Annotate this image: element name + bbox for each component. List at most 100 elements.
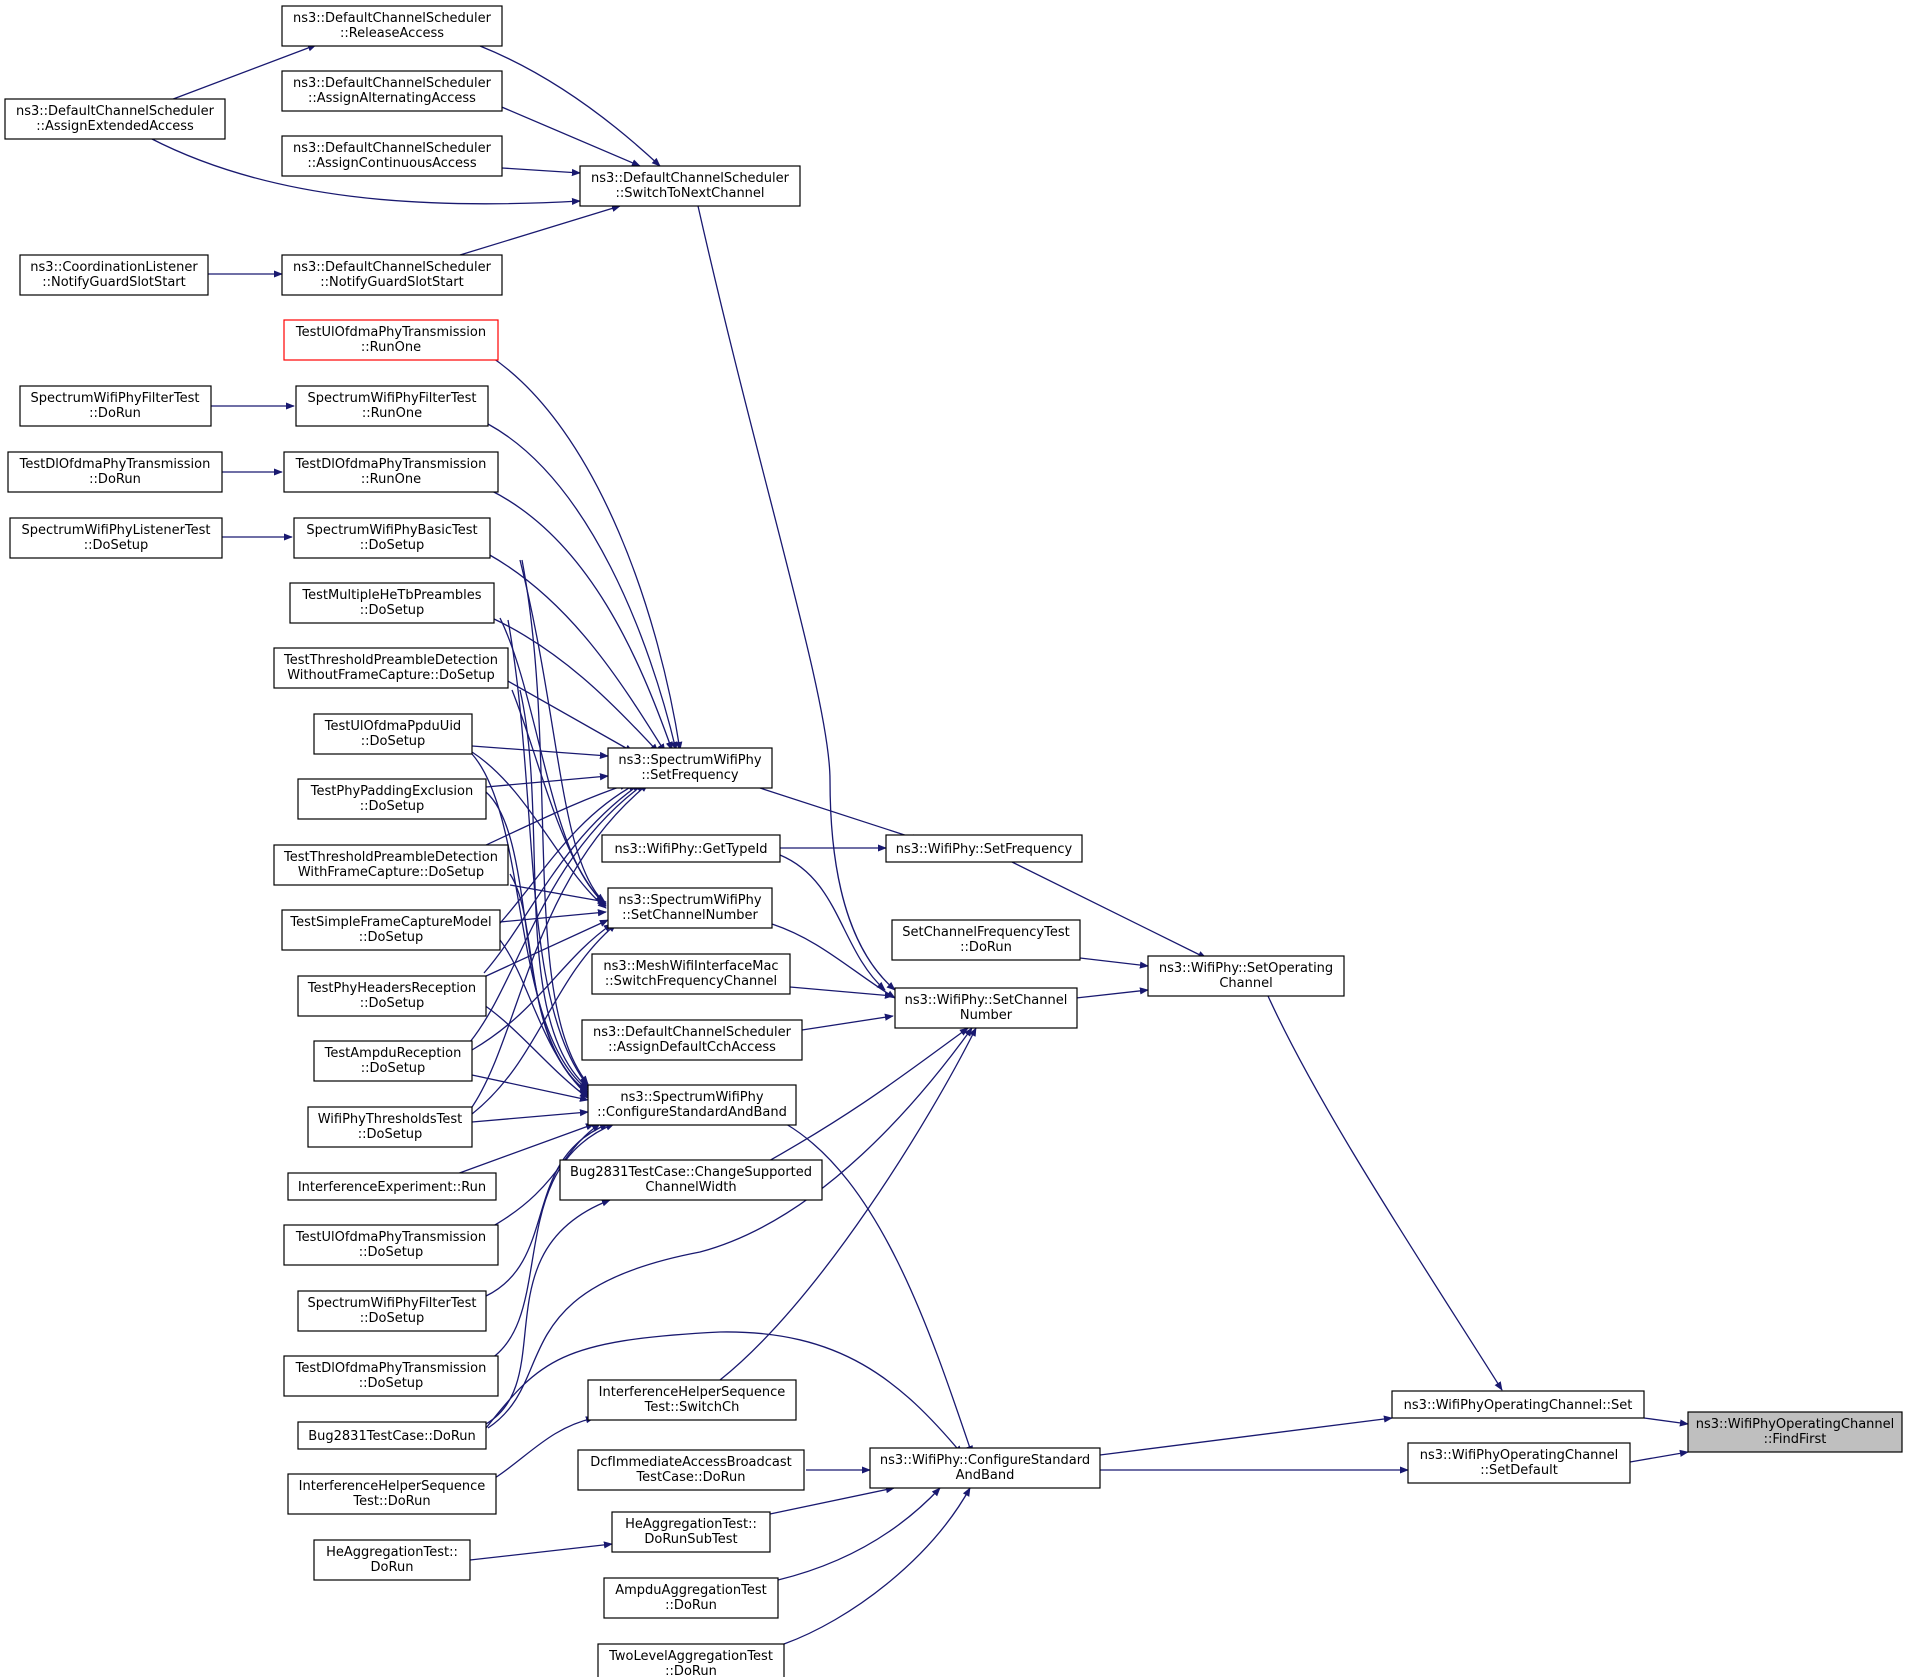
node-label-line2: TestCase::DoRun — [635, 1470, 745, 1485]
node-label-line2: Channel — [1219, 976, 1272, 991]
node-ul-ofdma-ppdu-uid[interactable]: TestUlOfdmaPpduUid::DoSetup — [313, 713, 473, 755]
edge-basic-to-swp-setfreq — [487, 553, 666, 753]
node-filter-test-run-one[interactable]: SpectrumWifiPhyFilterTest::RunOne — [295, 385, 489, 427]
node-label-line2: WithoutFrameCapture::DoSetup — [287, 668, 495, 683]
edge-thresholds-to-swp-configure — [471, 1109, 589, 1123]
edge-heagg-subtest-to-wp-configure — [769, 1486, 895, 1515]
node-label-line1: TestThresholdPreambleDetection — [283, 653, 498, 668]
node-release-access[interactable]: ns3::DefaultChannelScheduler::ReleaseAcc… — [281, 5, 503, 47]
node-dl-ofdma-run-one[interactable]: TestDlOfdmaPhyTransmission::RunOne — [283, 451, 499, 493]
node-label-line1: SpectrumWifiPhyFilterTest — [308, 1296, 477, 1311]
node-wifi-phy-thresholds-test[interactable]: WifiPhyThresholdsTest::DoSetup — [307, 1106, 473, 1148]
node-assign-alternating-access[interactable]: ns3::DefaultChannelScheduler::AssignAlte… — [281, 70, 503, 112]
edge-bug-dorun-to-wp-configure — [485, 1331, 963, 1455]
edge-assigndefault-to-wp-setchnum — [801, 1013, 894, 1031]
node-label-line2: ::DoRun — [89, 472, 141, 487]
node-ul-ofdma-do-setup[interactable]: TestUlOfdmaPhyTransmission::DoSetup — [283, 1224, 499, 1266]
node-dl-ofdma-do-run[interactable]: TestDlOfdmaPhyTransmission::DoRun — [7, 451, 223, 493]
call-edges — [149, 44, 1689, 1645]
node-wifiphy-configure-standard[interactable]: ns3::WifiPhy::ConfigureStandardAndBand — [869, 1447, 1101, 1489]
edge-interfexp-to-swp-configure — [453, 1123, 595, 1176]
node-threshold-with-capture[interactable]: TestThresholdPreambleDetectionWithFrameC… — [273, 844, 509, 886]
node-label-line1: TestThresholdPreambleDetection — [283, 850, 498, 865]
node-label-line1: ns3::DefaultChannelScheduler — [591, 171, 790, 186]
node-spectrum-set-channel-number[interactable]: ns3::SpectrumWifiPhy::SetChannelNumber — [607, 887, 773, 929]
node-label-line1: ns3::DefaultChannelScheduler — [293, 76, 492, 91]
edge-assigncont-to-switchnext — [501, 167, 581, 177]
node-wifiphy-set-channel-number[interactable]: ns3::WifiPhy::SetChannelNumber — [894, 987, 1078, 1029]
edge-bug-dorun-to-wp-setchnum — [487, 1027, 973, 1429]
node-operating-channel-find-first[interactable]: ns3::WifiPhyOperatingChannel::FindFirst — [1687, 1411, 1903, 1453]
node-label-line2: ::DoSetup — [360, 996, 425, 1011]
node-phy-padding-exclusion[interactable]: TestPhyPaddingExclusion::DoSetup — [297, 778, 487, 820]
edge-simplecap-to-swp-setfreq — [493, 783, 637, 931]
node-label-line2: ::DoSetup — [360, 603, 425, 618]
edge-thresholds-to-swp-setfreq — [469, 783, 649, 1111]
node-threshold-without-capture[interactable]: TestThresholdPreambleDetectionWithoutFra… — [273, 647, 509, 689]
node-label-line1: ns3::WifiPhy::SetChannel — [905, 993, 1068, 1008]
node-label-line1: ns3::SpectrumWifiPhy — [618, 753, 761, 768]
node-notify-guard-slot-start[interactable]: ns3::DefaultChannelScheduler::NotifyGuar… — [281, 254, 503, 296]
node-switch-to-next-channel[interactable]: ns3::DefaultChannelScheduler::SwitchToNe… — [579, 165, 801, 207]
node-bug2831-change-channel-width[interactable]: Bug2831TestCase::ChangeSupportedChannelW… — [559, 1159, 823, 1201]
node-simple-frame-capture[interactable]: TestSimpleFrameCaptureModel::DoSetup — [281, 909, 501, 951]
node-label-line2: ::AssignExtendedAccess — [36, 119, 194, 134]
node-two-level-aggregation-do-run[interactable]: TwoLevelAggregationTest::DoRun — [597, 1643, 785, 1677]
edge-ulofdma-runone-to-swp-setfreq — [489, 355, 683, 751]
edge-ulppdu-to-swp-configure — [471, 753, 589, 1091]
edge-headers-to-swp-setfreq — [483, 783, 641, 974]
node-label-line1: TestDlOfdmaPhyTransmission — [19, 457, 211, 472]
node-label-line1: TestDlOfdmaPhyTransmission — [295, 1361, 487, 1376]
node-he-aggregation-do-run[interactable]: HeAggregationTest::DoRun — [313, 1539, 471, 1581]
node-label-line1: HeAggregationTest:: — [625, 1517, 757, 1532]
edge-simplecap-to-swp-configure — [499, 939, 589, 1097]
node-listener-test-do-setup[interactable]: SpectrumWifiPhyListenerTest::DoSetup — [9, 517, 223, 559]
node-coordination-listener[interactable]: ns3::CoordinationListener::NotifyGuardSl… — [19, 254, 209, 296]
node-operating-channel-set-default[interactable]: ns3::WifiPhyOperatingChannel::SetDefault — [1407, 1442, 1631, 1484]
node-label-line2: ::ConfigureStandardAndBand — [597, 1105, 787, 1120]
node-label-line1: InterferenceHelperSequence — [599, 1385, 786, 1400]
node-label-line2: ::SetFrequency — [641, 768, 739, 783]
edge-basic-to-swp-configure — [521, 559, 589, 1085]
node-phy-headers-reception[interactable]: TestPhyHeadersReception::DoSetup — [297, 975, 487, 1017]
node-filter-test-do-run[interactable]: SpectrumWifiPhyFilterTest::DoRun — [19, 385, 212, 427]
node-label-line1: ns3::MeshWifiInterfaceMac — [603, 959, 778, 974]
node-label-line1: TestMultipleHeTbPreambles — [301, 588, 481, 603]
node-set-channel-frequency-test[interactable]: SetChannelFrequencyTest::DoRun — [891, 919, 1081, 961]
node-label-line2: Test::SwitchCh — [644, 1400, 740, 1415]
node-multiple-he-tb-preambles[interactable]: TestMultipleHeTbPreambles::DoSetup — [289, 582, 495, 624]
node-assign-extended-access[interactable]: ns3::DefaultChannelScheduler::AssignExte… — [4, 98, 226, 140]
node-ul-ofdma-run-one[interactable]: TestUlOfdmaPhyTransmission::RunOne — [283, 319, 499, 361]
node-dcf-immediate-access-do-run[interactable]: DcfImmediateAccessBroadcastTestCase::DoR… — [577, 1449, 805, 1491]
node-label-line1: WifiPhyThresholdsTest — [318, 1112, 463, 1127]
node-mesh-switch-frequency-channel[interactable]: ns3::MeshWifiInterfaceMac::SwitchFrequen… — [591, 953, 791, 995]
edge-switchnext-to-wp-setchnum — [697, 205, 896, 991]
edge-padding-to-swp-setfreq — [485, 773, 609, 788]
node-ampdu-reception[interactable]: TestAmpduReception::DoSetup — [313, 1040, 473, 1082]
node-label-line2: WithFrameCapture::DoSetup — [298, 865, 484, 880]
node-he-aggregation-do-run-sub-test[interactable]: HeAggregationTest::DoRunSubTest — [611, 1511, 771, 1553]
node-dl-ofdma-do-setup[interactable]: TestDlOfdmaPhyTransmission::DoSetup — [283, 1355, 499, 1397]
node-wifiphy-set-frequency[interactable]: ns3::WifiPhy::SetFrequency — [885, 834, 1083, 863]
node-label-line2: Test::DoRun — [352, 1494, 430, 1509]
node-ampdu-aggregation-do-run[interactable]: AmpduAggregationTest::DoRun — [603, 1577, 779, 1619]
node-basic-test-do-setup[interactable]: SpectrumWifiPhyBasicTest::DoSetup — [293, 517, 491, 559]
node-label-line2: ::RunOne — [362, 406, 422, 421]
node-spectrum-set-frequency[interactable]: ns3::SpectrumWifiPhy::SetFrequency — [607, 747, 773, 789]
node-label-line1: TestPhyPaddingExclusion — [310, 784, 473, 799]
node-assign-continuous-access[interactable]: ns3::DefaultChannelScheduler::AssignCont… — [281, 135, 503, 177]
node-bug2831-do-run[interactable]: Bug2831TestCase::DoRun — [297, 1421, 487, 1450]
node-label-line1: ns3::DefaultChannelScheduler — [293, 141, 492, 156]
edge-filtertest-runone-to-swp-setfreq — [487, 423, 678, 751]
edge-assignext-to-release — [159, 44, 317, 105]
node-spectrum-configure-standard[interactable]: ns3::SpectrumWifiPhy::ConfigureStandardA… — [587, 1084, 797, 1126]
node-assign-default-cch-access[interactable]: ns3::DefaultChannelScheduler::AssignDefa… — [581, 1019, 803, 1061]
node-operating-channel-set[interactable]: ns3::WifiPhyOperatingChannel::Set — [1391, 1390, 1645, 1419]
node-label-line2: ::AssignAlternatingAccess — [308, 91, 476, 106]
node-interference-experiment-run[interactable]: InterferenceExperiment::Run — [287, 1172, 497, 1201]
node-wifiphy-get-type-id[interactable]: ns3::WifiPhy::GetTypeId — [601, 834, 781, 863]
node-filter-test-do-setup[interactable]: SpectrumWifiPhyFilterTest::DoSetup — [297, 1290, 487, 1332]
